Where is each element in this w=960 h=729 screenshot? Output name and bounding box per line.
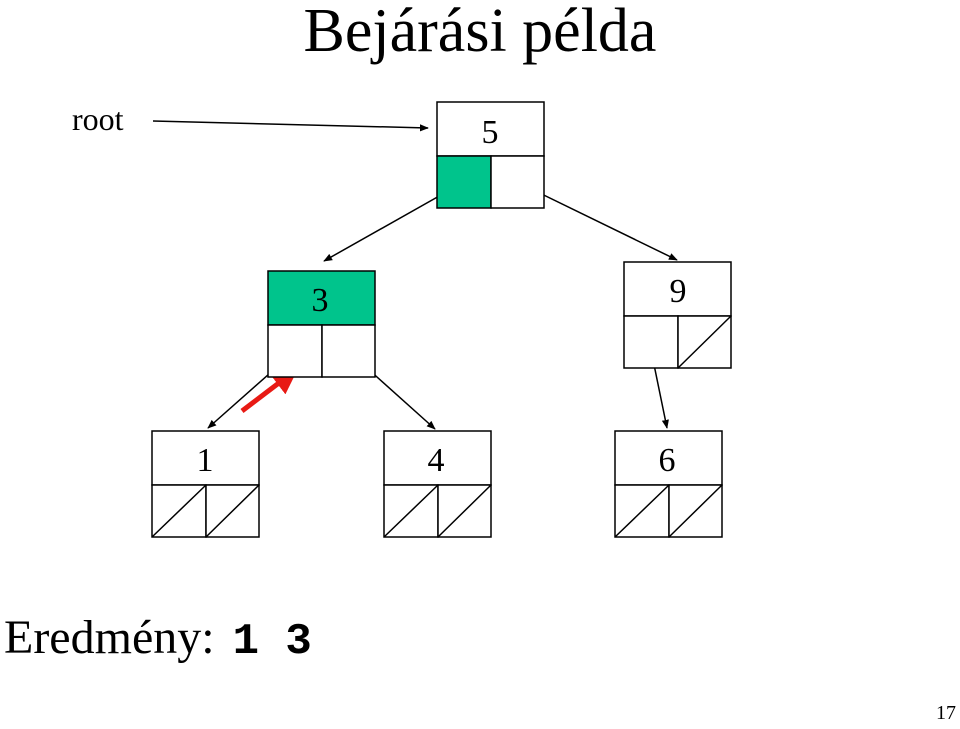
tree-node-9: 9: [623, 261, 732, 369]
node-value-label: 1: [197, 442, 214, 479]
node-value-label: 9: [670, 273, 687, 310]
node-value-label: 6: [659, 442, 676, 479]
node-left-pointer-cell: [623, 315, 679, 369]
root-pointer-arrow: [152, 120, 429, 132]
null-pointer-slash: [437, 484, 492, 538]
traversal-return-arrow: [240, 368, 299, 413]
node-right-pointer-cell: [490, 155, 545, 209]
result-line: Eredmény: 1 3: [4, 610, 312, 670]
node-left-pointer-cell: [267, 324, 323, 378]
page-number: 17: [936, 702, 956, 724]
null-pointer-slash: [205, 484, 260, 538]
root-label: root: [72, 101, 124, 137]
node-value-label: 3: [312, 282, 329, 319]
null-pointer-slash: [668, 484, 723, 538]
node-value-cell: [151, 430, 260, 486]
tree-node-5: 5: [436, 101, 545, 209]
null-pointer-slash: [151, 484, 207, 538]
node-value-label: 4: [428, 442, 445, 479]
tree-node-3: 3: [267, 270, 376, 378]
null-pointer-marks: [151, 315, 732, 538]
result-label: Eredmény:: [4, 611, 215, 664]
null-pointer-slash: [677, 315, 732, 369]
null-pointer-slash: [383, 484, 439, 538]
result-values: 1 3: [232, 617, 312, 667]
slide-title: Bejárási példa: [303, 0, 657, 65]
node-value-label: 5: [482, 114, 499, 151]
node-left-pointer-cell: [436, 155, 492, 209]
node-value-cell: [267, 270, 376, 326]
null-pointer-slash: [614, 484, 670, 538]
node-value-cell: [436, 101, 545, 157]
node-value-cell: [623, 261, 732, 317]
node-right-pointer-cell: [321, 324, 376, 378]
tree-node-1: 1: [151, 430, 260, 538]
node-value-cell: [383, 430, 492, 486]
node-value-cell: [614, 430, 723, 486]
